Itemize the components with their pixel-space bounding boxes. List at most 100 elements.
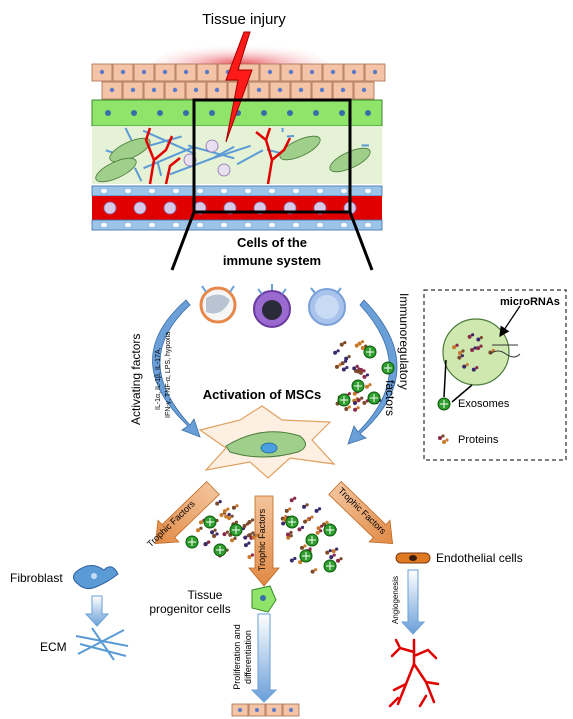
skin-nucleus [330, 69, 336, 75]
protein-dot [343, 359, 348, 363]
skin-nucleus [267, 69, 273, 75]
protein-dot [210, 530, 215, 535]
blood-cell [133, 201, 147, 215]
protein-dot [360, 396, 364, 400]
tissue-nucleus [255, 708, 259, 712]
protein-dot [347, 392, 352, 396]
endothelial-nucleus [173, 223, 179, 227]
fibroblast-to-ecm-arrow [84, 595, 110, 627]
protein-dot [310, 515, 314, 519]
protein-dot [316, 526, 321, 531]
label-angiogenesis: Angiogenesis [391, 576, 400, 624]
protein-dot [358, 342, 362, 346]
protein-dot [247, 519, 252, 524]
title: Tissue injury [202, 11, 286, 28]
endothelial-nucleus [101, 189, 107, 193]
protein-dot [339, 557, 343, 561]
exosome-mark [288, 518, 296, 526]
skin-nucleus [309, 69, 315, 75]
blood-cell [163, 201, 177, 215]
macrophage-icon [199, 285, 237, 324]
protein-dot [317, 507, 322, 511]
zoom-box [192, 98, 352, 214]
skin-nucleus [214, 87, 220, 93]
endothelial-nucleus [293, 223, 299, 227]
legend-exosomes: Exosomes [458, 398, 510, 410]
skin-nucleus [288, 69, 294, 75]
exosome-mark [366, 348, 374, 356]
protein-dot [332, 553, 336, 557]
epithelium-nucleus [365, 110, 371, 116]
protein-dot [303, 544, 307, 548]
protein-dot [310, 569, 315, 574]
protein-dot [340, 361, 345, 366]
activating-factors-1: IL-1α, IL-1β, IL-17A, [155, 347, 162, 410]
protein-dot [462, 364, 467, 369]
endothelial-nucleus [245, 223, 251, 227]
endothelial-nucleus [173, 189, 179, 193]
endothelial-nucleus [317, 223, 323, 227]
immune-infiltrate [217, 163, 231, 177]
legend-box [423, 289, 567, 461]
zoom-line-right [348, 211, 374, 271]
endothelial-cell-icon [395, 552, 431, 564]
protein-dot [329, 555, 334, 560]
protein-dot [475, 366, 479, 370]
skin-nucleus [151, 87, 157, 93]
exosome-detail [442, 318, 510, 386]
protein-dot [281, 521, 286, 526]
immune-title-2: immune system [223, 253, 321, 268]
protein-dot [293, 496, 297, 500]
tissue-nucleus [238, 708, 242, 712]
protein-dot [360, 340, 365, 344]
epithelium-nucleus [287, 110, 293, 116]
protein-dot [455, 343, 459, 347]
zoom-line-a [443, 359, 447, 398]
epithelium-nucleus [183, 110, 189, 116]
protein-dot [227, 516, 232, 521]
protein-dot [343, 341, 347, 345]
stromal-cell [109, 137, 151, 163]
endothelial-nucleus [149, 189, 155, 193]
activating-label: Activating factors [129, 334, 143, 425]
protein-dot [460, 354, 464, 358]
protein-dot [368, 383, 372, 387]
immune-title-1: Cells of the [237, 235, 307, 250]
vessel-wall-bottom [91, 219, 383, 231]
endothelial-nucleus [317, 189, 323, 193]
protein-dot [234, 520, 238, 524]
exosome-mark [302, 552, 310, 560]
protein-dot [246, 534, 250, 538]
protein-dot [314, 508, 319, 513]
exosome-mark [326, 526, 334, 534]
protein-dot [335, 547, 339, 551]
protein-dot [352, 366, 357, 371]
trophic-arrow-right [328, 480, 393, 545]
protein-dot [473, 346, 477, 350]
protein-dot [219, 512, 224, 517]
protein-dot [233, 536, 237, 540]
protein-dot [196, 528, 201, 533]
fiber [133, 167, 143, 182]
exosome-mark [216, 546, 224, 554]
fiber [286, 134, 295, 138]
endothelial-nucleus [221, 223, 227, 227]
protein-dot [344, 406, 349, 411]
proliferation-arrow [250, 613, 278, 703]
protein-dot [441, 434, 445, 438]
endothelial-nucleus [197, 189, 203, 193]
skin-nucleus [256, 87, 262, 93]
protein-dot [218, 499, 222, 504]
protein-dot [297, 527, 302, 532]
immunoreg-label-1: Immunoregulatory [397, 293, 411, 390]
protein-dot [203, 541, 208, 546]
label-endothelial: Endothelial cells [436, 551, 523, 565]
fiber [236, 149, 264, 166]
protein-dot [213, 528, 217, 532]
tissue-cells-row [231, 703, 300, 717]
epithelium-nucleus [261, 110, 267, 116]
epithelium-nucleus [131, 110, 137, 116]
endothelial-nucleus [341, 189, 347, 193]
protein-dot [250, 518, 255, 522]
